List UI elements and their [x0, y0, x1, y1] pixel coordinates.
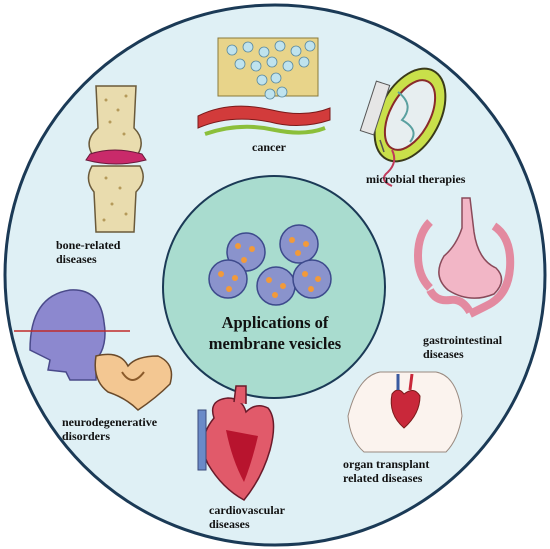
vesicle	[292, 259, 332, 299]
label-neurodegenerative-line2: disorders	[62, 429, 110, 443]
label-organ-transplant-line2: related diseases	[343, 471, 423, 485]
vesicle	[279, 224, 319, 264]
label-organ-transplant-line1: organ transplant	[343, 457, 430, 471]
vesicle	[208, 259, 248, 299]
label-bone-related-line2: diseases	[56, 252, 97, 266]
vesicle	[256, 266, 296, 306]
label-microbial-therapies: microbial therapies	[366, 172, 466, 186]
label-neurodegenerative-line1: neurodegenerative	[62, 415, 158, 429]
stomach-intestine-icon	[413, 197, 515, 318]
chest-heart-icon	[347, 371, 463, 453]
label-cardiovascular-diseases: cardiovascular diseases	[209, 503, 285, 531]
heart-icon	[197, 385, 275, 501]
knee-joint-icon	[85, 85, 147, 233]
label-organ-transplant: organ transplant related diseases	[343, 457, 429, 485]
label-gastrointestinal-diseases: gastrointestinal diseases	[423, 333, 502, 361]
center-title: Applications of membrane vesicles	[171, 312, 379, 354]
label-cardiovascular-line2: diseases	[209, 517, 250, 531]
label-gastrointestinal-line2: diseases	[423, 347, 464, 361]
center-title-line1: Applications of	[221, 313, 329, 332]
vesicles-icon	[208, 224, 332, 306]
center-title-line2: membrane vesicles	[208, 334, 342, 353]
label-neurodegenerative-disorders: neurodegenerative disorders	[62, 415, 157, 443]
label-cardiovascular-line1: cardiovascular	[209, 503, 285, 517]
label-bone-related-line1: bone-related	[56, 238, 121, 252]
bacterium-syringe-icon	[359, 67, 447, 187]
label-cancer: cancer	[252, 140, 286, 154]
cancer-tissue-icon	[197, 37, 331, 136]
label-bone-related-diseases: bone-related diseases	[56, 238, 120, 266]
head-brain-icon	[14, 289, 173, 411]
label-gastrointestinal-line1: gastrointestinal	[423, 333, 503, 347]
